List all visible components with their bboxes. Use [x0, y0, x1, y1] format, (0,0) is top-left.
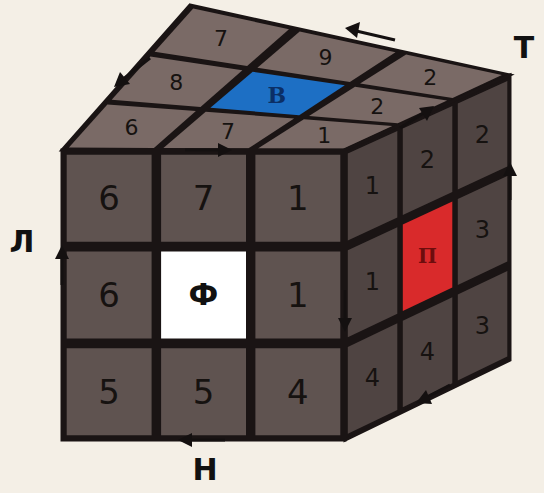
cube-sticker — [67, 348, 152, 435]
sticker-number: 5 — [98, 375, 120, 409]
cube-sticker — [403, 202, 453, 312]
cube-sticker — [458, 176, 508, 285]
cube-sticker — [348, 131, 398, 241]
sticker-number: 3 — [475, 218, 490, 242]
sticker-number: 3 — [475, 314, 490, 338]
sticker-number: 7 — [214, 28, 228, 50]
side-label: Л — [10, 227, 35, 257]
sticker-number: 2 — [370, 96, 384, 118]
cube-sticker — [255, 252, 340, 339]
sticker-number: 4 — [287, 375, 309, 409]
side-label: Т — [514, 33, 534, 63]
side-label: Н — [192, 455, 217, 485]
face-letter: Ф — [189, 280, 219, 310]
sticker-number: 4 — [365, 366, 380, 390]
cube-sticker — [155, 9, 289, 67]
cube-sticker — [161, 252, 246, 339]
sticker-number: 9 — [319, 47, 333, 69]
sticker-number: 7 — [221, 121, 235, 143]
face-letter: П — [418, 246, 437, 266]
cube-sticker — [255, 155, 340, 242]
sticker-number: 7 — [193, 181, 215, 215]
sticker-number: 1 — [287, 278, 309, 312]
sticker-number: 1 — [317, 125, 331, 147]
face-letter: В — [267, 84, 286, 106]
sticker-number: 2 — [423, 67, 437, 89]
sticker-number: 5 — [193, 375, 215, 409]
sticker-number: 2 — [420, 148, 435, 172]
cube-sticker — [458, 271, 508, 381]
sticker-number: 1 — [365, 270, 380, 294]
turn-arrows — [55, 22, 517, 447]
cube-sticker — [161, 348, 246, 435]
sticker-number: 6 — [98, 278, 120, 312]
sticker-number: 2 — [475, 123, 490, 147]
cube-sticker — [161, 155, 246, 242]
sticker-number: 6 — [98, 181, 120, 215]
cube-sticker — [255, 348, 340, 435]
sticker-number: 1 — [287, 181, 309, 215]
cube-sticker — [309, 87, 447, 124]
sticker-number: 1 — [365, 174, 380, 198]
cube-sticker — [67, 155, 152, 242]
cube-sticker — [67, 252, 152, 339]
cube-sticker — [348, 323, 398, 434]
cube-face — [62, 150, 345, 440]
cube-sticker — [458, 81, 508, 190]
cube-sticker — [403, 297, 453, 407]
cube-sticker — [348, 227, 398, 337]
cube-face — [345, 75, 510, 440]
sticker-number: 8 — [169, 72, 183, 94]
sticker-number: 6 — [125, 117, 139, 139]
sticker-number: 4 — [420, 340, 435, 364]
